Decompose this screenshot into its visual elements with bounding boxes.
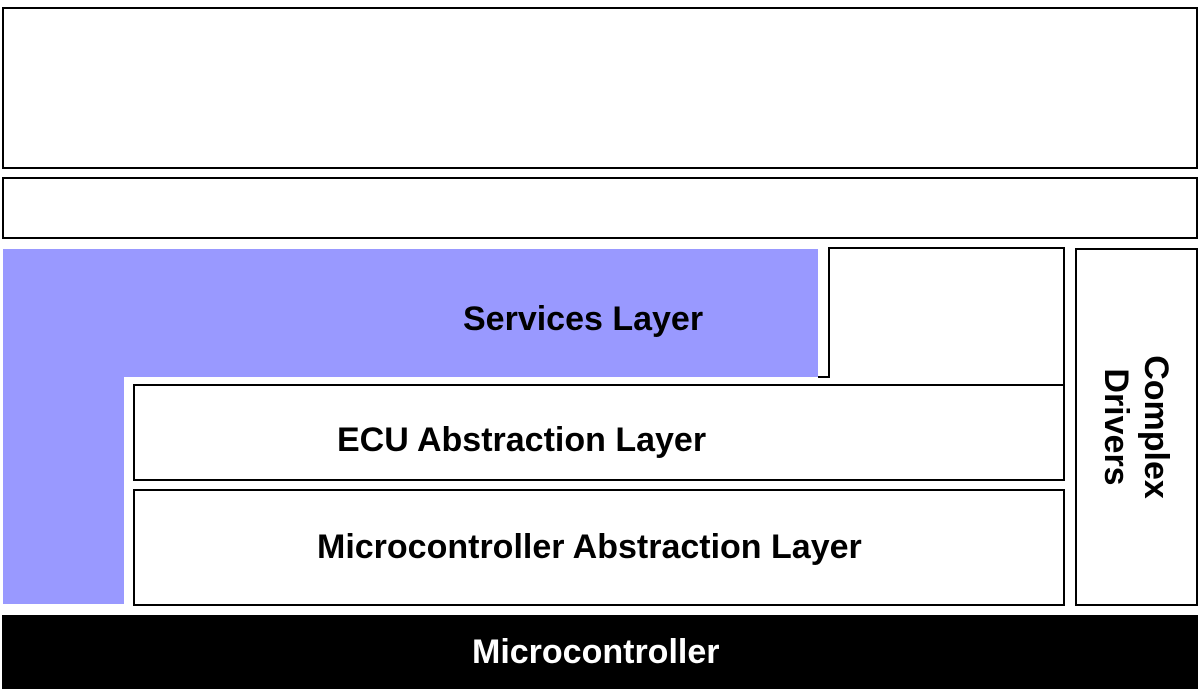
complex-drivers-label: Complex Drivers [1096,355,1176,499]
complex-drivers-label-line1: Complex [1137,355,1175,499]
runtime-environment-box [2,177,1198,239]
services-layer-outline [818,247,1065,384]
complex-drivers-box [1075,248,1198,606]
ecu-abstraction-layer-label: ECU Abstraction Layer [337,421,707,459]
services-layer-fill [3,249,818,604]
application-layer-box [2,7,1198,169]
microcontroller-bar [2,615,1198,689]
complex-drivers-label-line2: Drivers [1097,368,1135,486]
microcontroller-abstraction-layer-label: Microcontroller Abstraction Layer [317,528,862,566]
services-layer-label: Services Layer [463,300,704,338]
microcontroller-label: Microcontroller [472,633,720,671]
ecu-abstraction-layer-box [133,384,1065,481]
microcontroller-abstraction-layer-box [133,489,1065,606]
